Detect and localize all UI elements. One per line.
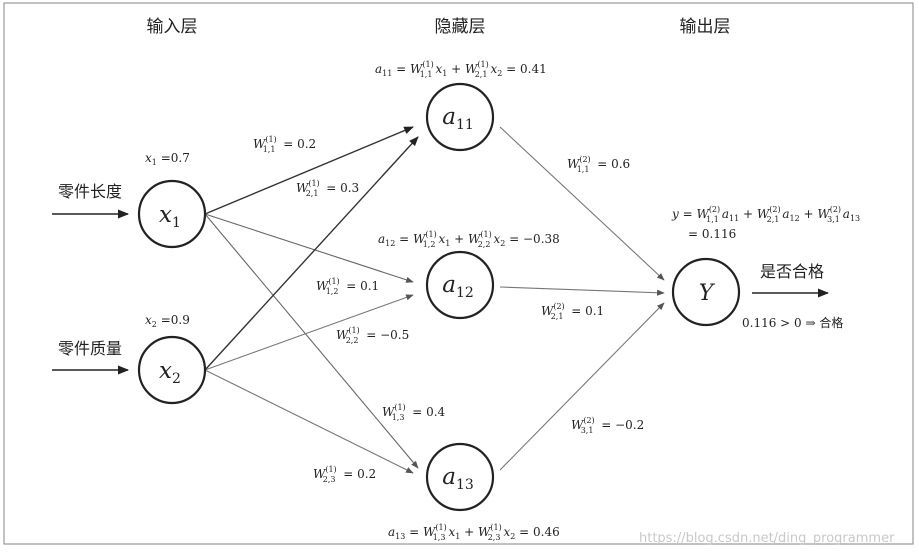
weight-w12-1: W(1)1,2 = 0.1 bbox=[316, 277, 379, 296]
diagram-frame bbox=[3, 2, 914, 545]
edge-x1-a11 bbox=[204, 126, 414, 215]
node-a12-label: a12 bbox=[442, 272, 474, 301]
node-a11-label: a11 bbox=[442, 104, 474, 133]
weight-w31-2: W(2)3,1 = −0.2 bbox=[571, 416, 644, 435]
weight-w11-1: W(1)1,1 = 0.2 bbox=[253, 135, 316, 154]
weight-w21-1: W(1)2,1 = 0.3 bbox=[296, 179, 359, 198]
edge-a11-y bbox=[499, 126, 665, 281]
node-x2: x2 bbox=[137, 335, 207, 405]
hidden-layer-title: 隐藏层 bbox=[435, 17, 486, 37]
equation-y-result: = 0.116 bbox=[688, 227, 736, 241]
edge-x2-a13 bbox=[204, 369, 414, 474]
output-decision: 0.116 > 0 ⇒ 合格 bbox=[742, 315, 843, 330]
node-a13-label: a13 bbox=[442, 464, 474, 493]
weight-w23-1: W(1)2,3 = 0.2 bbox=[313, 465, 376, 484]
node-x2-circle bbox=[137, 335, 207, 405]
edge-x2-a11 bbox=[204, 136, 419, 371]
edge-a13-y bbox=[499, 302, 665, 471]
weight-w13-1: W(1)1,3 = 0.4 bbox=[382, 403, 446, 422]
output-layer-title: 输出层 bbox=[680, 17, 731, 37]
node-x2-label: x2 bbox=[159, 358, 181, 387]
node-a13-circle bbox=[425, 442, 495, 512]
edge-x1-a13 bbox=[204, 213, 419, 469]
node-x1-label: x1 bbox=[159, 202, 181, 231]
weight-w22-1: W(1)2,2 = −0.5 bbox=[336, 326, 409, 345]
edge-x2-a12 bbox=[204, 294, 414, 371]
node-a13: a13 bbox=[425, 442, 495, 512]
node-a12-circle bbox=[425, 250, 495, 320]
edge-x1-a12 bbox=[204, 213, 414, 283]
weight-w21-2: W(2)2,1 = 0.1 bbox=[541, 302, 604, 321]
x2-input-label: 零件质量 bbox=[58, 339, 122, 358]
weight-w11-2: W(2)1,1 = 0.6 bbox=[567, 155, 630, 174]
x1-value: x1 =0.7 bbox=[145, 151, 190, 167]
node-x1: x1 bbox=[137, 179, 207, 249]
node-y-circle bbox=[671, 257, 741, 327]
x1-input-label: 零件长度 bbox=[58, 182, 122, 201]
node-y-label: Y bbox=[699, 281, 716, 306]
node-a12: a12 bbox=[425, 250, 495, 320]
output-label: 是否合格 bbox=[760, 262, 824, 281]
node-a11-circle bbox=[425, 82, 495, 152]
node-x1-circle bbox=[137, 179, 207, 249]
node-y: Y bbox=[671, 257, 741, 327]
x2-value: x2 =0.9 bbox=[145, 313, 190, 329]
input-layer-title: 输入层 bbox=[147, 17, 198, 37]
watermark: https://blog.csdn.net/ding_programmer bbox=[639, 531, 895, 546]
node-a11: a11 bbox=[425, 82, 495, 152]
edges-hidden-output bbox=[499, 126, 665, 471]
edge-a12-y bbox=[499, 286, 665, 296]
edges-input-hidden bbox=[204, 126, 419, 474]
